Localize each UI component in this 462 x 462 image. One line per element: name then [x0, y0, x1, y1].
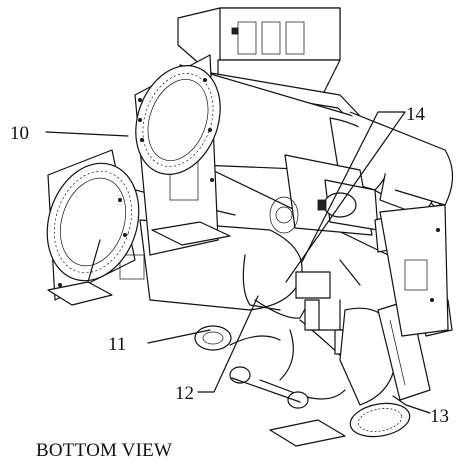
leader-11	[147, 329, 211, 344]
callout-12: 12	[175, 383, 194, 404]
callout-11: 11	[108, 334, 126, 355]
callout-leaders	[45, 111, 431, 414]
plate-bolts	[58, 78, 214, 287]
economizer-flange	[339, 299, 431, 438]
leader-12	[197, 295, 259, 393]
callout-10: 10	[10, 123, 29, 144]
callout-14: 14	[406, 104, 426, 125]
callout-labels: 10 11 12 13 14	[10, 104, 449, 427]
callout-13: 13	[430, 406, 449, 427]
water-box-lower	[46, 162, 140, 282]
leader-10	[45, 131, 129, 137]
leader-14a	[301, 111, 406, 263]
leader-13	[392, 395, 431, 414]
view-label: BOTTOM VIEW	[36, 440, 172, 461]
right-frame	[379, 204, 449, 337]
leader-14b	[285, 111, 406, 283]
